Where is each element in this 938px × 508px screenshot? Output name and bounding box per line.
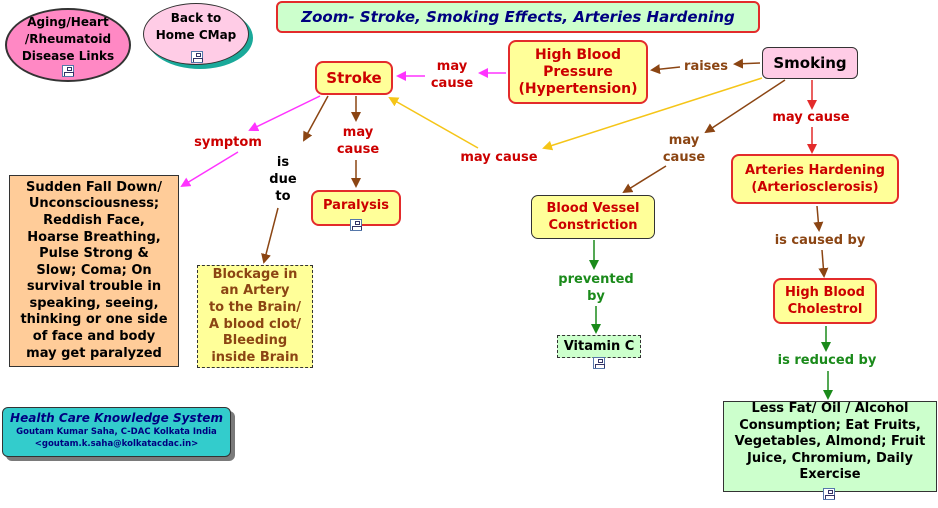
page-title: Zoom- Stroke, Smoking Effects, Arteries … <box>276 1 760 33</box>
edge-raises-highbp <box>650 64 681 75</box>
page-title-text: Zoom- Stroke, Smoking Effects, Arteries … <box>301 7 735 26</box>
link-label-may-cause: may cause <box>336 125 380 157</box>
footer-system-name: Health Care Knowledge System <box>10 411 223 425</box>
edge-arteries-iscausedby <box>813 205 824 232</box>
link-label-is-reduced-by: is reduced by <box>777 353 877 368</box>
edge-symptom-box <box>180 151 239 188</box>
footer-email: <goutam.k.saha@kolkatacdac.in> <box>34 439 199 449</box>
node-blockage-label: Blockage in an Artery to the Brain/ A bl… <box>208 266 302 365</box>
edge-smoking-maycause-brown <box>704 79 786 134</box>
edge-stroke-symptom <box>248 95 321 132</box>
node-high-blood-pressure[interactable]: High Blood Pressure (Hypertension) <box>508 40 648 104</box>
node-cholestrol-label: High Blood Cholestrol <box>785 285 865 317</box>
edge-maycause-stroke-gold <box>388 97 479 149</box>
node-smoking-label: Smoking <box>773 53 847 72</box>
node-blockage[interactable]: Blockage in an Artery to the Brain/ A bl… <box>197 265 313 368</box>
node-stroke-label: Stroke <box>326 68 382 87</box>
link-label-symptom: symptom <box>194 135 262 150</box>
aging-links-label: Aging/Heart /Rheumatoid Disease Links <box>21 14 115 63</box>
link-label-is-due-to: is due to <box>269 155 297 204</box>
concept-map-icon[interactable] <box>62 65 74 77</box>
footer-author: Goutam Kumar Saha, C-DAC Kolkata India <box>16 427 217 437</box>
concept-map-icon[interactable] <box>191 51 203 63</box>
edge-smoking-raises <box>733 58 761 69</box>
node-arteries-label: Arteries Hardening (Arteriosclerosis) <box>745 163 885 195</box>
node-blood-vessel-constriction[interactable]: Blood Vessel Constriction <box>531 195 655 239</box>
concept-map-icon[interactable] <box>823 488 835 500</box>
link-label-may-cause: may cause <box>772 110 850 125</box>
link-label-may-cause: may cause <box>430 59 474 91</box>
node-vitamin-c[interactable]: Vitamin C <box>557 335 641 358</box>
edge-smoking-maycause-gold <box>542 77 763 151</box>
footer-info-box: Health Care Knowledge System Goutam Kuma… <box>2 407 231 457</box>
link-label-may-cause: may cause <box>662 133 706 165</box>
node-lifestyle-label: Less Fat/ Oil / Alcohol Consumption; Eat… <box>734 401 926 483</box>
node-symptoms-label: Sudden Fall Down/ Unconsciousness; Reddi… <box>20 179 168 361</box>
node-high-blood-cholestrol[interactable]: High Blood Cholestrol <box>773 278 877 324</box>
node-paralysis-label: Paralysis <box>323 197 389 213</box>
node-symptoms[interactable]: Sudden Fall Down/ Unconsciousness; Reddi… <box>9 175 179 367</box>
concept-map-icon[interactable] <box>350 219 362 231</box>
node-high-bp-label: High Blood Pressure (Hypertension) <box>518 46 638 97</box>
aging-disease-links[interactable]: Aging/Heart /Rheumatoid Disease Links <box>5 8 131 82</box>
node-lifestyle[interactable]: Less Fat/ Oil / Alcohol Consumption; Eat… <box>723 401 937 492</box>
edge-isdueto-blockage <box>261 207 279 264</box>
node-vitamin-label: Vitamin C <box>563 339 635 354</box>
link-label-may-cause: may cause <box>460 150 538 165</box>
concept-map-icon[interactable] <box>593 357 605 369</box>
edge-iscausedby-cholestrol <box>818 249 829 278</box>
node-vessel-label: Blood Vessel Constriction <box>546 201 640 233</box>
edge-maycause-vessel <box>622 165 667 194</box>
node-stroke[interactable]: Stroke <box>315 61 393 95</box>
link-label-raises: raises <box>684 59 728 74</box>
link-label-prevented-by: prevented by <box>558 272 634 304</box>
node-arteries-hardening[interactable]: Arteries Hardening (Arteriosclerosis) <box>731 154 899 204</box>
edge-stroke-isdueto <box>303 95 329 142</box>
link-label-is-caused-by: is caused by <box>774 233 866 248</box>
node-smoking[interactable]: Smoking <box>762 47 858 79</box>
home-link-label: Back to Home CMap <box>155 11 237 42</box>
